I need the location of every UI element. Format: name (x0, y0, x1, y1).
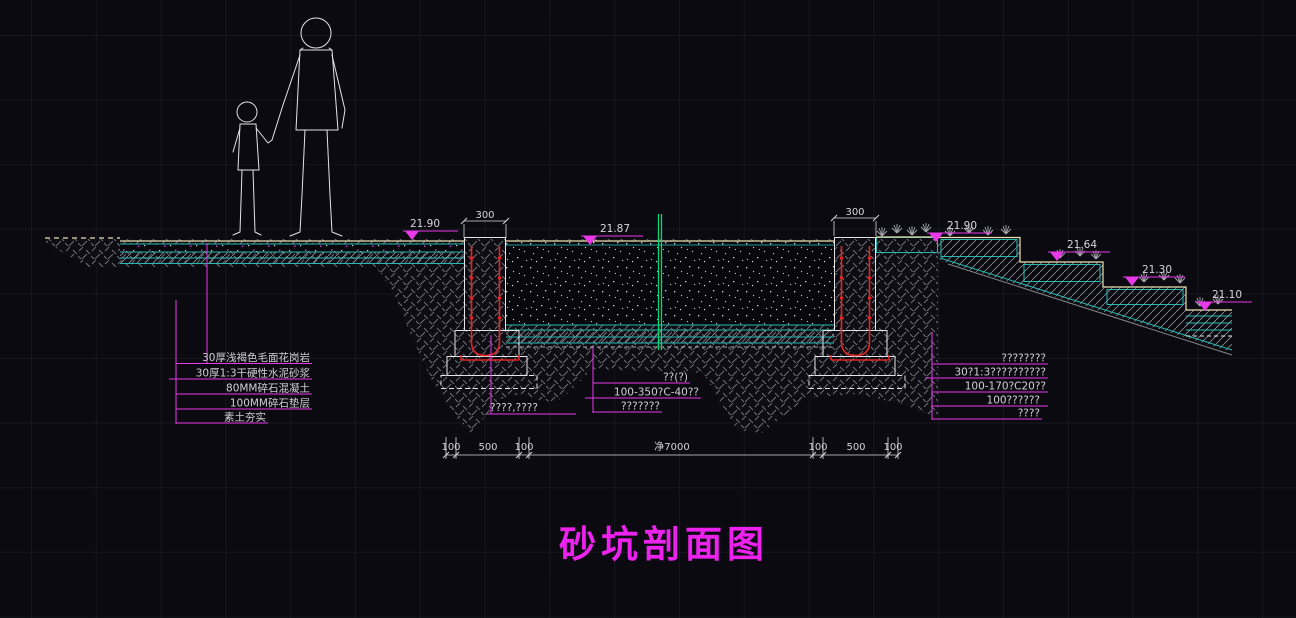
dim-value: 净7000 (654, 440, 689, 453)
rebar-left (460, 246, 520, 361)
elevation-marker-pit-bottom: 21.87 (581, 223, 643, 245)
elevation-marker-terrace-3: 21.10 (1196, 289, 1252, 311)
dim-value: 100 (441, 442, 460, 453)
spec-label: 30?1:3?????????? (954, 367, 1046, 379)
drawing-title: 砂坑剖面图 (559, 523, 769, 566)
dim-value: 100 (514, 442, 533, 453)
dim-value: 500 (846, 442, 865, 453)
spec-label: 30厚1:3干硬性水泥砂浆 (196, 367, 311, 380)
sand-pit (506, 240, 834, 325)
dimension-curb-left: 300 (460, 210, 510, 238)
elevation-value: 21.30 (1142, 264, 1172, 276)
spec-label: ???????? (1001, 353, 1046, 365)
dim-value: 100 (808, 442, 827, 453)
dim-value: 300 (845, 207, 864, 218)
pit-bedding-layers (506, 324, 834, 348)
elevation-marker-terrace-1: 21.64 (1048, 239, 1110, 261)
elevation-value: 21.64 (1067, 239, 1097, 251)
elevation-marker-planting-bed: 21.90 (927, 220, 992, 242)
dim-value: 100 (883, 442, 902, 453)
spec-label: ???? (1018, 408, 1040, 420)
elevation-value: 21.87 (600, 223, 630, 235)
spec-label: 30厚浅褐色毛面花岗岩 (202, 351, 310, 364)
elevation-value: 21.90 (947, 220, 977, 232)
spec-label: 80MM碎石混凝土 (226, 382, 310, 395)
spec-label: 素土夯实 (224, 411, 266, 424)
adult-figure (271, 17, 346, 237)
dimension-curb-right: 300 (830, 207, 880, 236)
left-curb (460, 237, 520, 361)
elevation-value: 21.90 (410, 218, 440, 230)
child-figure (232, 101, 273, 236)
centerline (657, 214, 663, 350)
spec-label: 100-170?C20?? (965, 381, 1046, 393)
right-edge-pavement (1186, 315, 1232, 337)
planting-beds (876, 236, 1184, 305)
elevation-marker-pavement-left: 21.90 (403, 218, 458, 240)
right-curb (830, 237, 890, 361)
rebar-right (830, 246, 890, 361)
spec-label: 100-350?C-40?? (614, 387, 699, 399)
spec-labels-center: ??(?) 100-350?C-40?? ??????? (585, 347, 701, 413)
spec-labels-right: ???????? 30?1:3?????????? 100-170?C20?? … (925, 332, 1048, 420)
elevation-value: 21.10 (1212, 289, 1242, 301)
pavement-layers (45, 237, 464, 264)
elevation-marker-terrace-2: 21.30 (1123, 264, 1185, 286)
spec-labels-left: 30厚浅褐色毛面花岗岩 30厚1:3干硬性水泥砂浆 80MM碎石混凝土 100M… (169, 243, 312, 424)
spec-label: ??(?) (663, 372, 688, 384)
spec-label: ????,???? (490, 402, 538, 414)
dim-value: 500 (478, 442, 497, 453)
footing-label: ????,???? (487, 335, 576, 415)
dimension-chain-bottom: 100 500 100 净7000 100 500 100 (441, 437, 903, 459)
terrace-steps (938, 236, 1233, 356)
spec-label: ??????? (621, 401, 660, 413)
dim-value: 300 (475, 210, 494, 221)
spec-label: 100MM碎石垫层 (230, 397, 310, 410)
spec-label: 100?????? (987, 395, 1040, 407)
